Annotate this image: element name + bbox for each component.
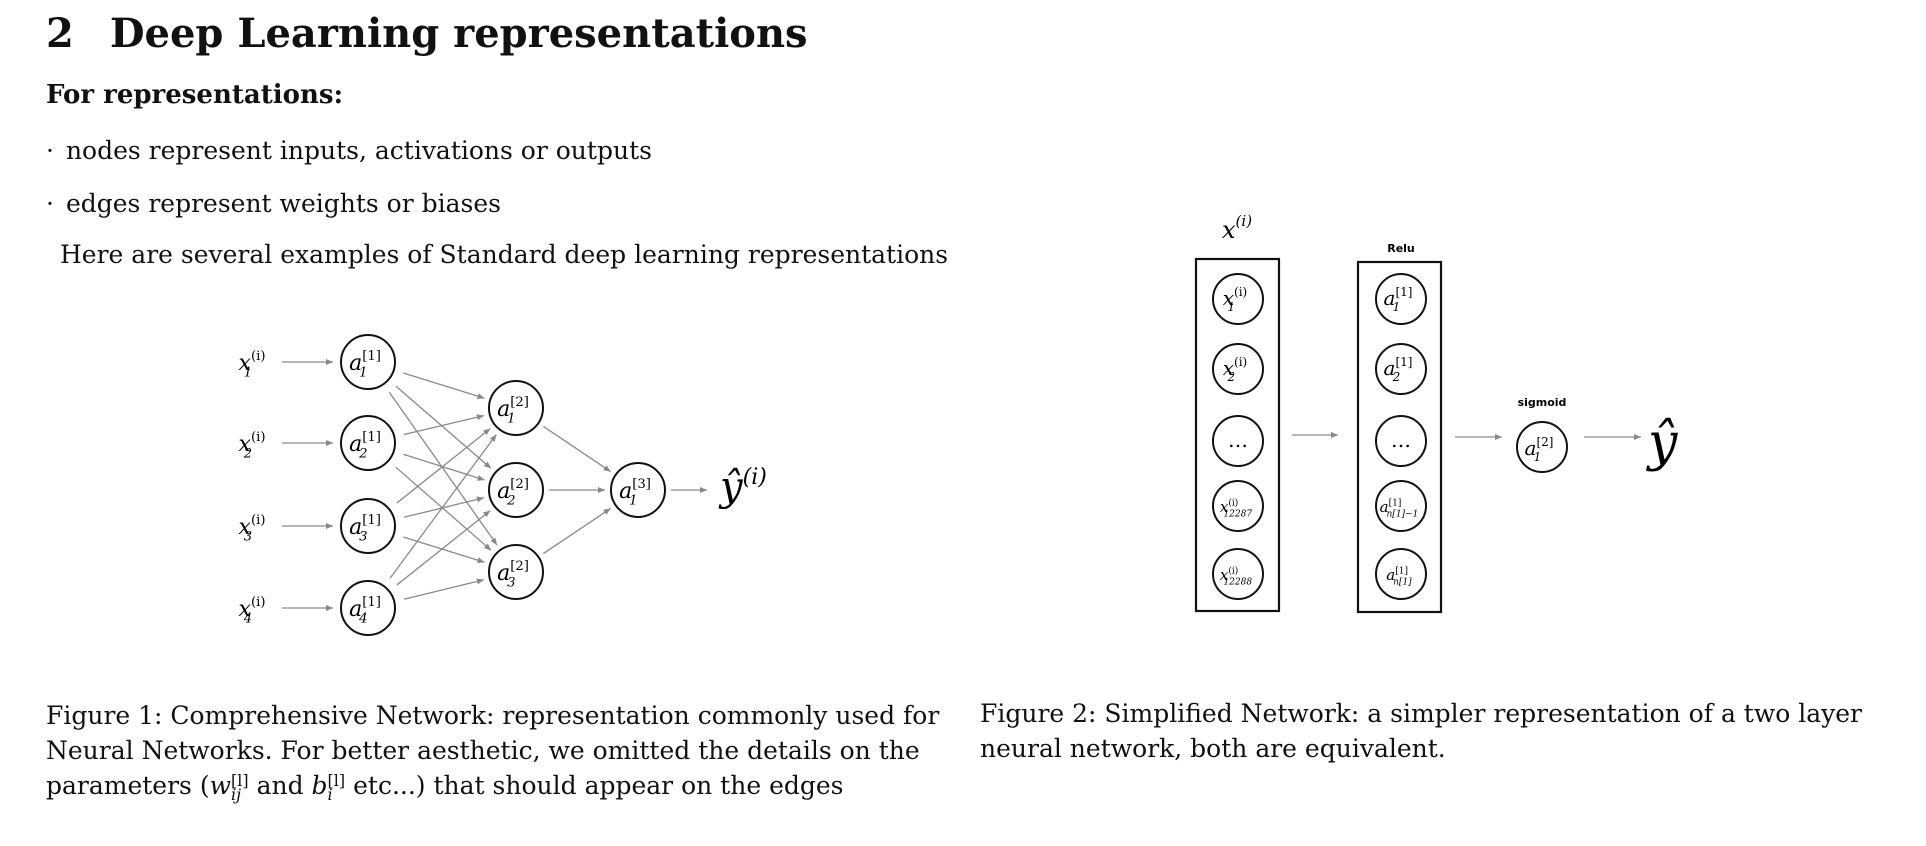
node-label: a[2]3 [497, 559, 529, 591]
node-label: a[2]2 [497, 477, 529, 509]
figure-1-label: Figure 1: [46, 701, 163, 730]
output-label: ŷ [1646, 413, 1678, 473]
bullet-text: nodes represent inputs, activations or o… [65, 136, 652, 165]
node-label: a[1]3 [349, 513, 381, 545]
input-node [1212, 273, 1264, 325]
layer-1-node [340, 498, 396, 554]
bullet-item: · edges represent weights or biases [46, 189, 501, 218]
bias-superscript: [l] [327, 771, 346, 790]
subheading: For representations: [46, 80, 344, 110]
output-node [1516, 421, 1568, 473]
input-layer-box [1194, 257, 1281, 613]
intro-paragraph: Here are several examples of Standard de… [60, 240, 949, 269]
bias-symbol: b [311, 771, 328, 800]
weight-symbol: w [209, 771, 231, 800]
weight-edge [396, 510, 491, 586]
node-label: a[2]1 [497, 395, 529, 427]
layer-1-node [340, 334, 396, 390]
input-vector-label: x(i) [1222, 212, 1252, 244]
weight-edge [403, 414, 485, 436]
layer-2-node [488, 544, 544, 600]
node-label: a[3]1 [619, 477, 651, 509]
node-label: a[1]1 [1384, 285, 1413, 314]
weight-edge [403, 372, 485, 399]
figure-1-caption-tail: etc...) that should appear on the edges [353, 771, 844, 800]
bias-subscript: i [327, 785, 333, 804]
weight-edge [543, 507, 611, 555]
weight-edge [388, 391, 498, 546]
weight-edge [396, 428, 491, 504]
figure-2-diagram: x(i) Relu x(i)1 x(i)2 … x(i)12287 x(i)12288 a[1… [1194, 212, 1678, 614]
ellipsis-label: … [1228, 428, 1248, 452]
weight-superscript: [l] [231, 771, 249, 790]
input-label: x(i)1 [239, 349, 266, 381]
node-label: x(i)12288 [1220, 565, 1252, 587]
hidden-node [1375, 343, 1427, 395]
section-title-text: Deep Learning representations [109, 10, 808, 57]
hidden-node [1375, 480, 1427, 532]
relu-label: Relu [1387, 242, 1415, 255]
figure-2-caption-text: Simplified Network: a simpler representa… [980, 699, 1863, 763]
weight-edge [403, 496, 485, 518]
weight-edge [403, 536, 485, 563]
weight-edge [543, 425, 611, 473]
hidden-layer-box [1356, 260, 1443, 614]
input-label: x(i)3 [239, 513, 266, 545]
bullet-text: edges represent weights or biases [65, 189, 501, 218]
node-label: a[2]1 [1525, 435, 1554, 464]
ellipsis-label: … [1391, 428, 1411, 452]
layer-2-node [488, 462, 544, 518]
bullet-item: · nodes represent inputs, activations or … [46, 136, 652, 165]
input-label: x(i)2 [239, 430, 266, 462]
node-label: x(i)12287 [1220, 497, 1252, 519]
hidden-node [1375, 273, 1427, 325]
input-node [1212, 480, 1264, 532]
layer-2-node [488, 380, 544, 436]
node-label: x(i)2 [1223, 355, 1247, 384]
weight-edge [395, 385, 492, 469]
input-node [1212, 343, 1264, 395]
figure-2-label: Figure 2: [980, 699, 1097, 728]
section-number: 2 [46, 10, 74, 57]
node-label: a[1]2 [349, 430, 381, 462]
node-label: a[1]n[1]−1 [1380, 498, 1419, 520]
output-label: ŷ(i) [718, 464, 767, 510]
node-label: x(i)1 [1223, 285, 1247, 314]
layer-1-node [340, 580, 396, 636]
weight-edge [403, 453, 485, 481]
figure-2-caption: Figure 2: Simplified Network: a simpler … [980, 696, 1880, 766]
figure-1-diagram: x(i)1 x(i)2 x(i)3 x(i)4 a[1]1 a[1]2 a[1]3 a[1]4… [239, 334, 767, 636]
weight-edge [403, 578, 485, 600]
bullet-marker: · [46, 136, 54, 165]
figure-1-caption-text: Comprehensive Network: representation co… [46, 701, 940, 800]
input-label: x(i)4 [239, 595, 266, 627]
node-label: a[1]n[1] [1386, 566, 1412, 588]
input-node [1212, 415, 1264, 467]
hidden-node [1375, 548, 1427, 600]
figure-1-caption: Figure 1: Comprehensive Network: represe… [46, 698, 956, 803]
sigmoid-label: sigmoid [1518, 396, 1567, 409]
section-title: 2 Deep Learning representations [46, 10, 808, 57]
weight-subscript: ij [231, 785, 242, 804]
node-label: a[1]1 [349, 349, 381, 381]
weight-edge [395, 466, 492, 551]
node-label: a[1]4 [349, 595, 381, 627]
input-node [1212, 548, 1264, 600]
caption-and: and [256, 771, 304, 800]
layer-1-node [340, 415, 396, 471]
weight-edge [389, 434, 497, 579]
hidden-node [1375, 415, 1427, 467]
node-label: a[1]2 [1384, 355, 1413, 384]
layer-3-node [610, 462, 666, 518]
bullet-marker: · [46, 189, 54, 218]
